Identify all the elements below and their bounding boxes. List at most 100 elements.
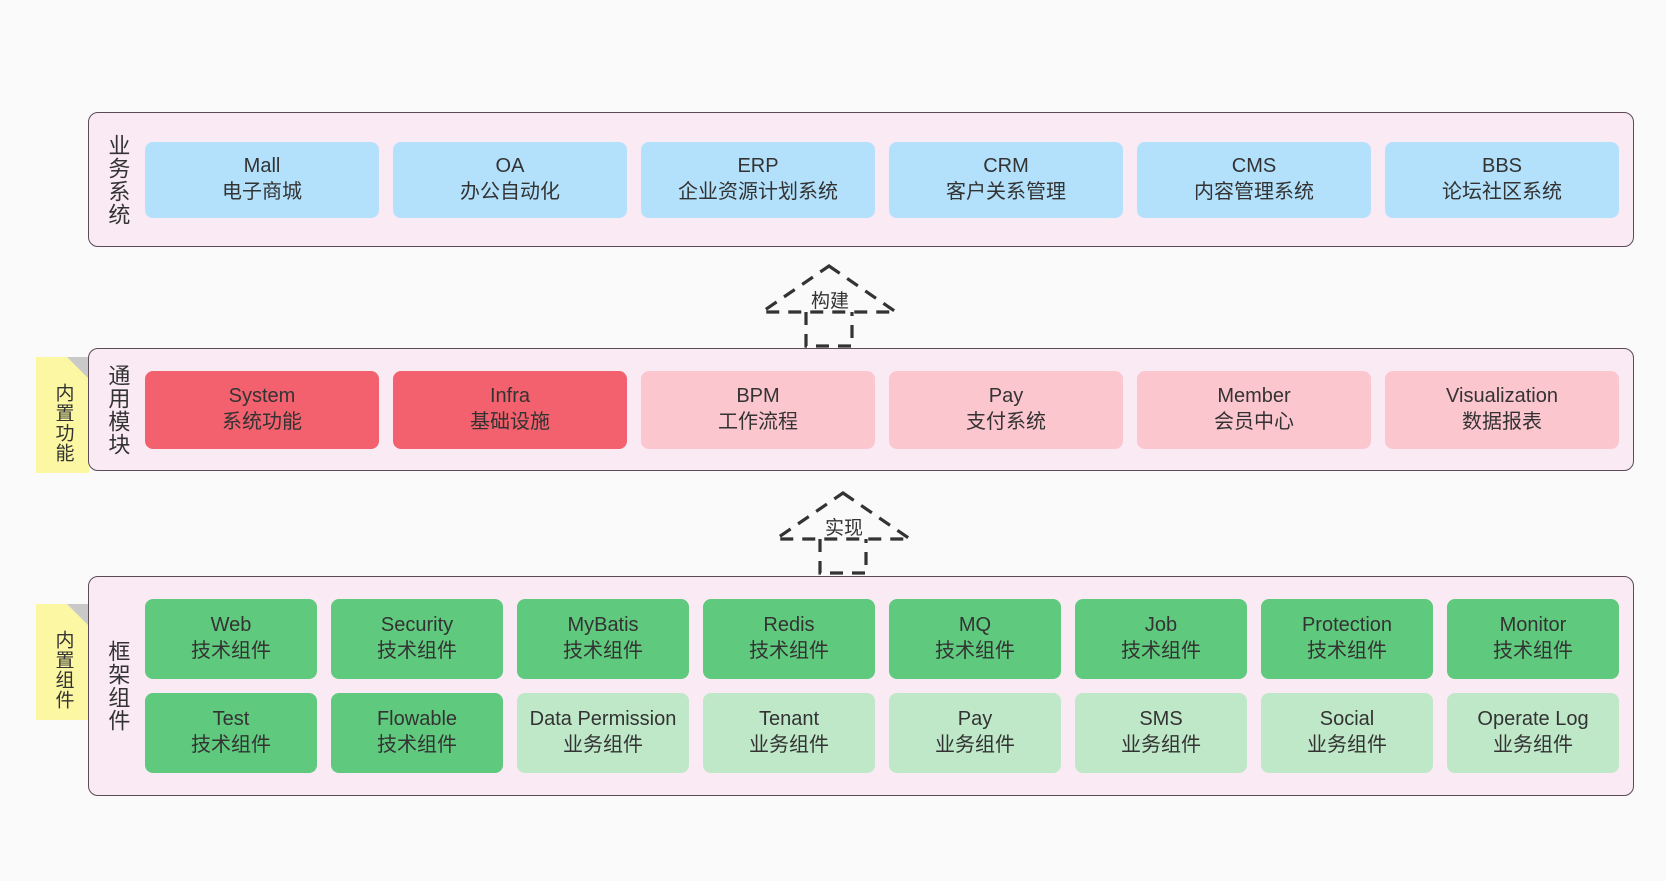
node-row: Web 技术组件 Security 技术组件 MyBatis 技术组件 Redi… bbox=[145, 599, 1619, 679]
sticky-note-builtin-features: 内置功能 bbox=[36, 357, 89, 473]
node-title: Data Permission bbox=[529, 708, 677, 731]
node-subtitle: 业务组件 bbox=[1121, 734, 1201, 756]
sticky-note-label: 内置组件 bbox=[52, 630, 74, 710]
node-subtitle: 技术组件 bbox=[1121, 640, 1201, 662]
layer-framework-components: 框架组件 Web 技术组件 Security 技术组件 MyBatis 技术组件… bbox=[88, 576, 1634, 796]
node-sms[interactable]: SMS 业务组件 bbox=[1075, 693, 1247, 773]
node-subtitle: 技术组件 bbox=[191, 734, 271, 756]
node-title: Monitor bbox=[1499, 614, 1567, 637]
node-pay-component[interactable]: Pay 业务组件 bbox=[889, 693, 1061, 773]
node-subtitle: 技术组件 bbox=[1493, 640, 1573, 662]
node-title: Social bbox=[1319, 708, 1375, 731]
node-title: CMS bbox=[1231, 154, 1277, 177]
node-title: Test bbox=[212, 708, 250, 731]
node-test[interactable]: Test 技术组件 bbox=[145, 693, 317, 773]
node-title: Visualization bbox=[1446, 384, 1558, 407]
node-pay[interactable]: Pay 支付系统 bbox=[889, 370, 1123, 449]
node-title: Web bbox=[210, 614, 252, 637]
node-subtitle: 客户关系管理 bbox=[946, 180, 1066, 203]
node-mall[interactable]: Mall 电子商城 bbox=[145, 141, 379, 218]
node-monitor[interactable]: Monitor 技术组件 bbox=[1447, 599, 1619, 679]
node-title: BBS bbox=[1481, 154, 1523, 177]
node-mybatis[interactable]: MyBatis 技术组件 bbox=[517, 599, 689, 679]
node-subtitle: 技术组件 bbox=[1307, 640, 1387, 662]
node-row: Test 技术组件 Flowable 技术组件 Data Permission … bbox=[145, 693, 1619, 773]
layer-title-business-systems: 业务系统 bbox=[105, 133, 131, 226]
node-title: Pay bbox=[988, 384, 1024, 407]
node-job[interactable]: Job 技术组件 bbox=[1075, 599, 1247, 679]
connector-label-build: 构建 bbox=[811, 291, 850, 312]
node-cms[interactable]: CMS 内容管理系统 bbox=[1137, 141, 1371, 218]
node-title: CRM bbox=[983, 154, 1029, 177]
node-subtitle: 内容管理系统 bbox=[1194, 180, 1314, 203]
node-title: Flowable bbox=[376, 708, 458, 731]
node-crm[interactable]: CRM 客户关系管理 bbox=[889, 141, 1123, 218]
node-protection[interactable]: Protection 技术组件 bbox=[1261, 599, 1433, 679]
node-subtitle: 电子商城 bbox=[222, 180, 302, 203]
node-subtitle: 技术组件 bbox=[377, 640, 457, 662]
layer-body-business-systems: Mall 电子商城 OA 办公自动化 ERP 企业资源计划系统 CRM 客户关系… bbox=[137, 113, 1633, 246]
sticky-note-label: 内置功能 bbox=[52, 383, 74, 463]
node-subtitle: 办公自动化 bbox=[460, 180, 560, 203]
node-subtitle: 企业资源计划系统 bbox=[678, 180, 838, 203]
node-infra[interactable]: Infra 基础设施 bbox=[393, 370, 627, 449]
node-subtitle: 技术组件 bbox=[191, 640, 271, 662]
sticky-note-builtin-components: 内置组件 bbox=[36, 604, 89, 720]
node-subtitle: 技术组件 bbox=[377, 734, 457, 756]
node-tenant[interactable]: Tenant 业务组件 bbox=[703, 693, 875, 773]
node-subtitle: 业务组件 bbox=[1493, 734, 1573, 756]
node-web[interactable]: Web 技术组件 bbox=[145, 599, 317, 679]
node-title: Operate Log bbox=[1477, 708, 1589, 731]
node-title: SMS bbox=[1139, 708, 1183, 731]
layer-title-framework-components: 框架组件 bbox=[105, 640, 131, 732]
node-subtitle: 技术组件 bbox=[563, 640, 643, 662]
node-security[interactable]: Security 技术组件 bbox=[331, 599, 503, 679]
node-subtitle: 基础设施 bbox=[470, 410, 550, 433]
layer-common-modules: 通用模块 System 系统功能 Infra 基础设施 BPM 工作流程 Pay… bbox=[88, 348, 1634, 471]
node-title: Security bbox=[380, 614, 454, 637]
node-title: Member bbox=[1217, 384, 1291, 407]
node-subtitle: 支付系统 bbox=[966, 410, 1046, 433]
node-social[interactable]: Social 业务组件 bbox=[1261, 693, 1433, 773]
node-bpm[interactable]: BPM 工作流程 bbox=[641, 370, 875, 449]
node-visualization[interactable]: Visualization 数据报表 bbox=[1385, 370, 1619, 449]
node-title: Mall bbox=[243, 154, 281, 177]
node-subtitle: 工作流程 bbox=[718, 410, 798, 433]
node-subtitle: 业务组件 bbox=[935, 734, 1015, 756]
node-mq[interactable]: MQ 技术组件 bbox=[889, 599, 1061, 679]
node-operate-log[interactable]: Operate Log 业务组件 bbox=[1447, 693, 1619, 773]
node-subtitle: 业务组件 bbox=[1307, 734, 1387, 756]
node-row: System 系统功能 Infra 基础设施 BPM 工作流程 Pay 支付系统… bbox=[145, 370, 1619, 449]
layer-body-framework-components: Web 技术组件 Security 技术组件 MyBatis 技术组件 Redi… bbox=[137, 577, 1633, 795]
node-subtitle: 技术组件 bbox=[749, 640, 829, 662]
node-flowable[interactable]: Flowable 技术组件 bbox=[331, 693, 503, 773]
node-title: Job bbox=[1144, 614, 1178, 637]
node-redis[interactable]: Redis 技术组件 bbox=[703, 599, 875, 679]
node-subtitle: 业务组件 bbox=[563, 734, 643, 756]
node-subtitle: 技术组件 bbox=[935, 640, 1015, 662]
node-bbs[interactable]: BBS 论坛社区系统 bbox=[1385, 141, 1619, 218]
node-title: Infra bbox=[489, 384, 531, 407]
node-title: Redis bbox=[763, 614, 815, 637]
layer-business-systems: 业务系统 Mall 电子商城 OA 办公自动化 ERP 企业资源计划系统 CRM… bbox=[88, 112, 1634, 247]
node-title: ERP bbox=[737, 154, 779, 177]
connector-label-implement: 实现 bbox=[825, 518, 864, 539]
node-title: MQ bbox=[958, 614, 992, 637]
node-subtitle: 业务组件 bbox=[749, 734, 829, 756]
layer-title-common-modules: 通用模块 bbox=[105, 363, 131, 456]
node-subtitle: 论坛社区系统 bbox=[1442, 180, 1562, 203]
node-system[interactable]: System 系统功能 bbox=[145, 370, 379, 449]
node-subtitle: 会员中心 bbox=[1214, 410, 1294, 433]
node-title: MyBatis bbox=[567, 614, 639, 637]
node-member[interactable]: Member 会员中心 bbox=[1137, 370, 1371, 449]
node-data-permission[interactable]: Data Permission 业务组件 bbox=[517, 693, 689, 773]
node-oa[interactable]: OA 办公自动化 bbox=[393, 141, 627, 218]
node-subtitle: 数据报表 bbox=[1462, 410, 1542, 433]
node-title: OA bbox=[495, 154, 525, 177]
node-erp[interactable]: ERP 企业资源计划系统 bbox=[641, 141, 875, 218]
node-title: Tenant bbox=[758, 708, 820, 731]
node-row: Mall 电子商城 OA 办公自动化 ERP 企业资源计划系统 CRM 客户关系… bbox=[145, 141, 1619, 218]
node-title: Pay bbox=[957, 708, 993, 731]
node-subtitle: 系统功能 bbox=[222, 410, 302, 433]
